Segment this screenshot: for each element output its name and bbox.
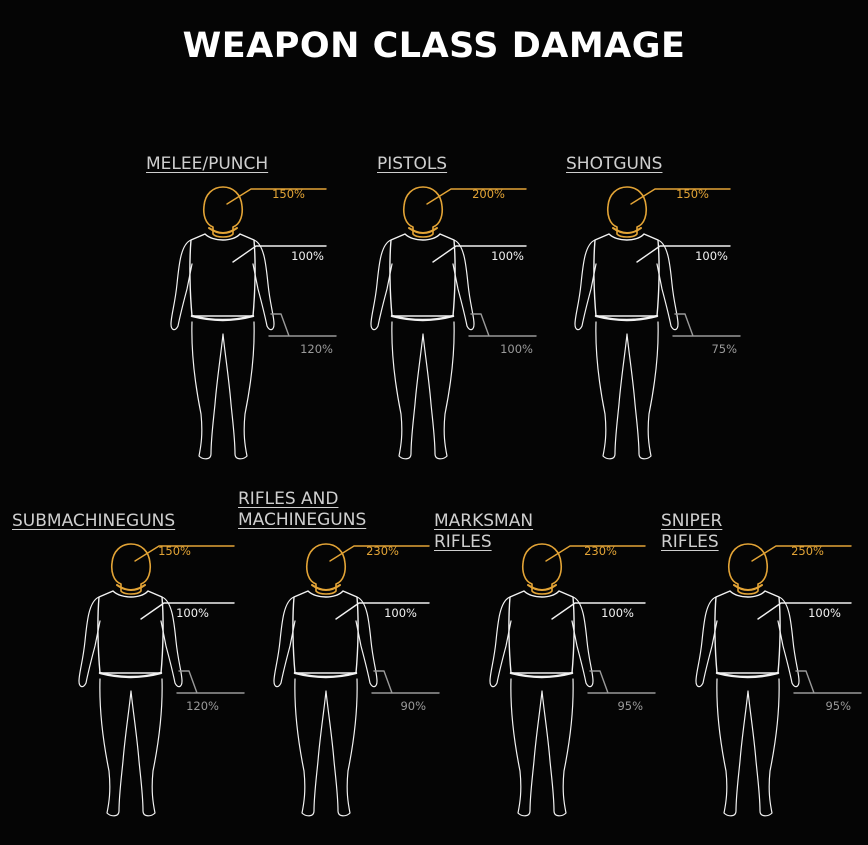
class-label: SHOTGUNS	[566, 154, 663, 174]
torso-outline	[508, 590, 575, 674]
class-label: RIFLES AND MACHINEGUNS	[238, 489, 367, 530]
head-damage-value: 200%	[472, 187, 505, 201]
body-figure	[686, 541, 868, 821]
legs-outline	[391, 321, 455, 460]
torso-outline	[389, 233, 456, 317]
head-damage-value: 150%	[272, 187, 305, 201]
legs-outline	[716, 678, 780, 817]
body-figure	[565, 184, 765, 464]
head-outline	[606, 186, 648, 238]
head-damage-value: 230%	[366, 544, 399, 558]
head-damage-value: 150%	[676, 187, 709, 201]
head-outline	[305, 543, 347, 595]
head-outline	[521, 543, 563, 595]
head-outline	[727, 543, 769, 595]
body-damage-value: 100%	[491, 249, 524, 263]
body-figure	[69, 541, 269, 821]
body-damage-value: 100%	[291, 249, 324, 263]
body-damage-value: 100%	[695, 249, 728, 263]
head-damage-value: 230%	[584, 544, 617, 558]
torso-outline	[97, 590, 164, 674]
torso-outline	[189, 233, 256, 317]
head-damage-value: 250%	[791, 544, 824, 558]
torso-outline	[292, 590, 359, 674]
legs-outline	[595, 321, 659, 460]
body-figure	[361, 184, 561, 464]
class-label: SUBMACHINEGUNS	[12, 511, 176, 531]
legs-outline	[191, 321, 255, 460]
legs-damage-value: 95%	[617, 699, 643, 713]
body-figure	[480, 541, 680, 821]
head-outline	[402, 186, 444, 238]
head-damage-value: 150%	[158, 544, 191, 558]
legs-damage-value: 75%	[711, 342, 737, 356]
legs-outline	[99, 678, 163, 817]
legs-damage-value: 120%	[186, 699, 219, 713]
body-damage-value: 100%	[176, 606, 209, 620]
class-label: MARKSMAN RIFLES	[434, 511, 534, 552]
body-figure	[161, 184, 361, 464]
legs-damage-value: 95%	[825, 699, 851, 713]
legs-damage-value: 90%	[400, 699, 426, 713]
head-outline	[202, 186, 244, 238]
torso-outline	[593, 233, 660, 317]
body-damage-value: 100%	[384, 606, 417, 620]
torso-outline	[714, 590, 781, 674]
legs-outline	[510, 678, 574, 817]
page-title: WEAPON CLASS DAMAGE	[182, 26, 686, 66]
class-label: SNIPER RIFLES	[661, 511, 723, 552]
body-damage-value: 100%	[808, 606, 841, 620]
head-outline	[110, 543, 152, 595]
body-figure	[264, 541, 464, 821]
legs-damage-value: 100%	[500, 342, 533, 356]
legs-outline	[294, 678, 358, 817]
body-damage-value: 100%	[601, 606, 634, 620]
legs-damage-value: 120%	[300, 342, 333, 356]
class-label: MELEE/PUNCH	[146, 154, 269, 174]
class-label: PISTOLS	[377, 154, 448, 174]
